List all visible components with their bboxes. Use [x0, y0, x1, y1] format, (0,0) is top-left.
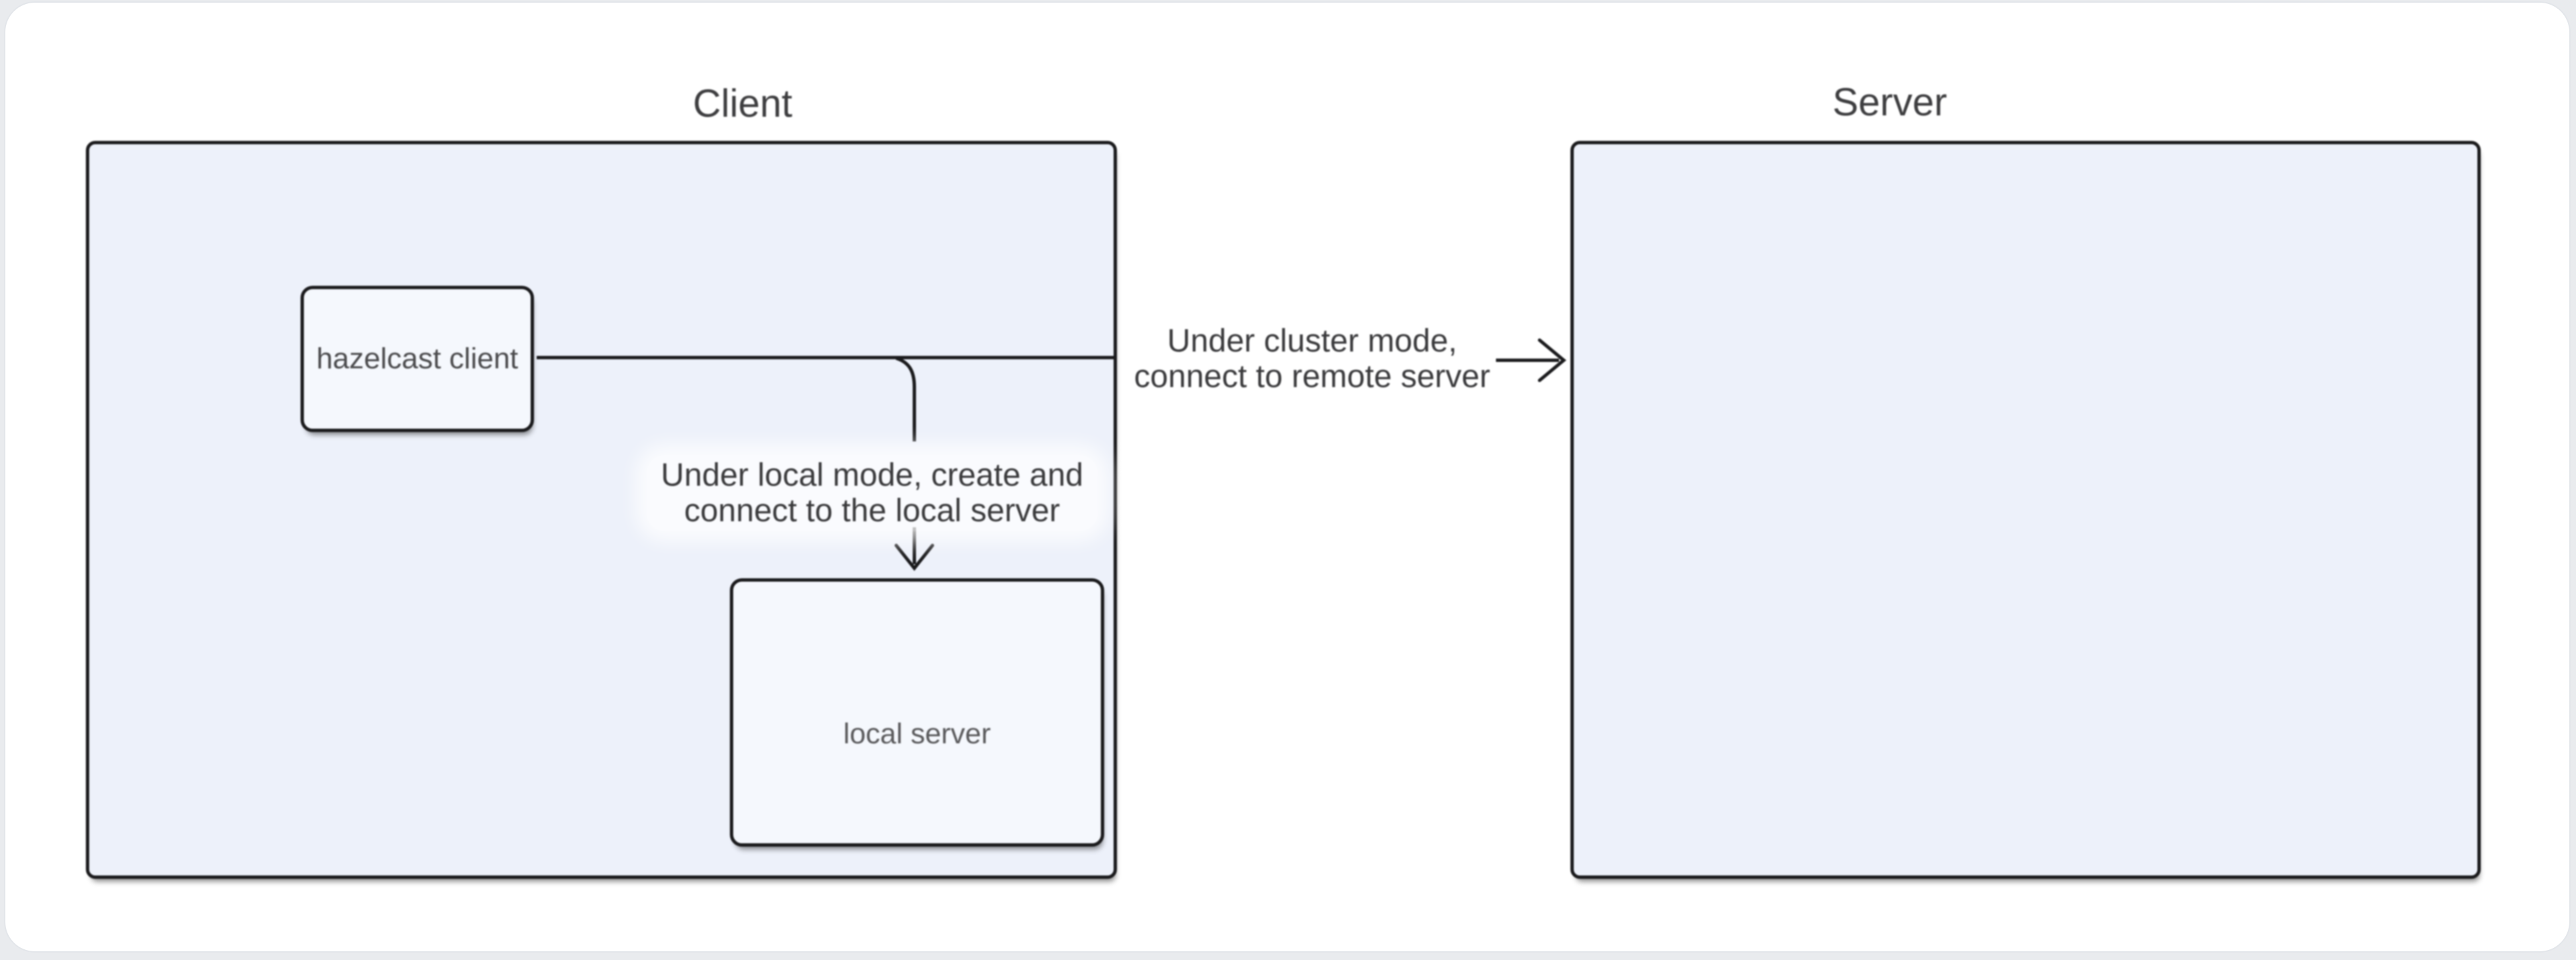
cluster-mode-edge-label: Under cluster mode, connect to remote se… — [1134, 323, 1491, 394]
local-mode-branch-line — [896, 356, 916, 441]
local-mode-label-line1: Under local mode, create and — [661, 458, 1083, 493]
local-server-label: local server — [843, 717, 991, 750]
server-group-title: Server — [1832, 81, 1947, 124]
hazelcast-client-label: hazelcast client — [316, 342, 519, 375]
cluster-mode-label-line1: Under cluster mode, — [1167, 323, 1458, 359]
cluster-mode-label-line2: connect to remote server — [1134, 359, 1491, 394]
hazelcast-client-node: hazelcast client — [301, 286, 534, 432]
local-mode-label-line2: connect to the local server — [684, 493, 1061, 529]
local-server-node: local server — [730, 578, 1104, 847]
client-group-title: Client — [692, 82, 793, 125]
server-group-box — [1570, 141, 2481, 879]
down-arrowhead — [894, 543, 934, 572]
right-arrowhead — [1538, 338, 1566, 382]
local-mode-edge-label: Under local mode, create and connect to … — [646, 455, 1098, 531]
